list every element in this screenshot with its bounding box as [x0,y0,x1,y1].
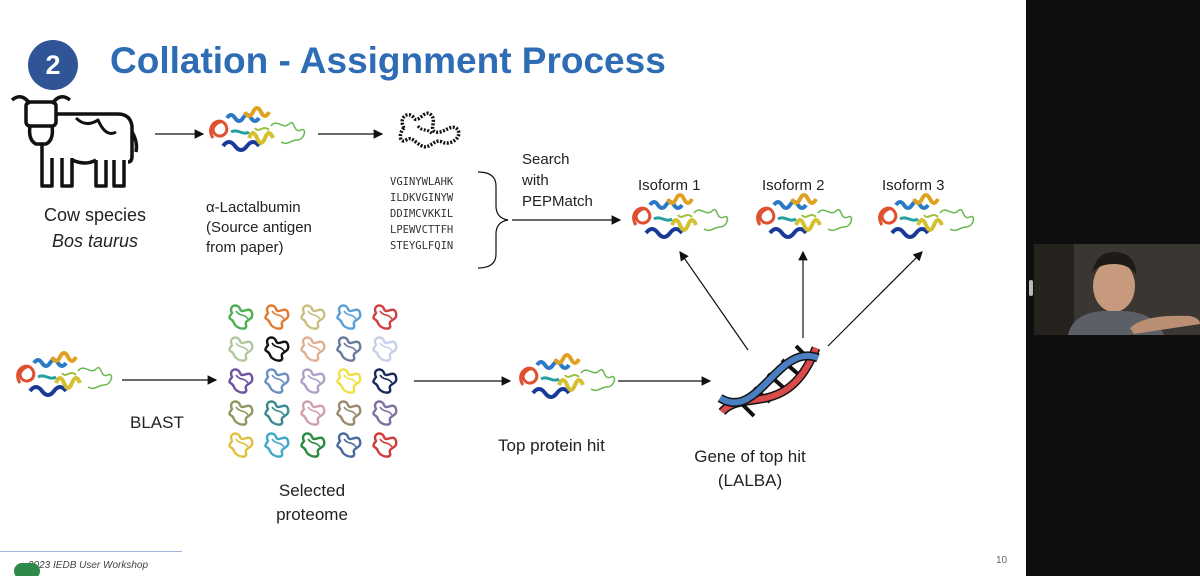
top-hit-structure-icon [518,353,617,399]
isoform-3-label: Isoform 3 [882,177,945,194]
peptide-item: LPEWVCTTFH [390,224,454,236]
cow-icon [10,95,139,188]
diagram-canvas [10,95,976,458]
page-title: Collation - Assignment Process [110,40,666,81]
species-label: Cow species [43,205,147,225]
footer-divider [0,551,182,552]
isoform-3-structure-icon [877,193,976,239]
query-protein-structure-icon [15,351,114,397]
footer-text: 2023 IEDB User Workshop [28,560,149,571]
isoform-2-structure-icon [755,193,854,239]
peptide-item: STEYGLFQIN [390,240,454,252]
species-latin-label: Bos taurus [51,231,139,251]
proteome-label-1: Selected [278,481,346,500]
protein-structure-icon [208,106,307,152]
isoform-2-label: Isoform 2 [762,177,825,194]
search-label-1: Search [522,151,570,168]
antigen-sub-label-1: (Source antigen [206,219,312,236]
search-label-3: PEPMatch [522,193,593,210]
blast-label: BLAST [130,413,184,432]
webcam-frame [1034,244,1200,335]
peptide-list: VGINYWLAHK ILDKVGINYW DDIMCVKKIL LPEWVCT… [390,174,453,254]
gene-label-1: Gene of top hit [694,447,806,466]
antigen-label: α-Lactalbumin [206,199,301,216]
antigen-sub-label-2: from paper) [206,239,284,256]
presentation-slide: 2 Collation - Assignment Process [0,0,1026,576]
search-label-2: with [522,172,549,189]
gene-label-2: (LALBA) [717,471,783,490]
page-number: 10 [996,555,1008,566]
dna-icon [717,344,821,418]
pen-tool-button[interactable] [14,563,40,576]
peptide-item: VGINYWLAHK [390,176,454,188]
proteome-label-2: proteome [276,505,348,524]
panel-resize-handle[interactable] [1029,280,1033,296]
peptide-chain-icon [398,111,461,149]
step-badge: 2 [28,40,78,90]
isoform-1-structure-icon [631,193,730,239]
peptide-item: DDIMCVKKIL [390,208,454,220]
isoform-1-label: Isoform 1 [638,177,701,194]
protein-grid-icon [228,304,398,458]
peptide-item: ILDKVGINYW [390,192,454,204]
webcam-video-tile[interactable] [1034,244,1200,335]
top-hit-label: Top protein hit [498,436,605,455]
